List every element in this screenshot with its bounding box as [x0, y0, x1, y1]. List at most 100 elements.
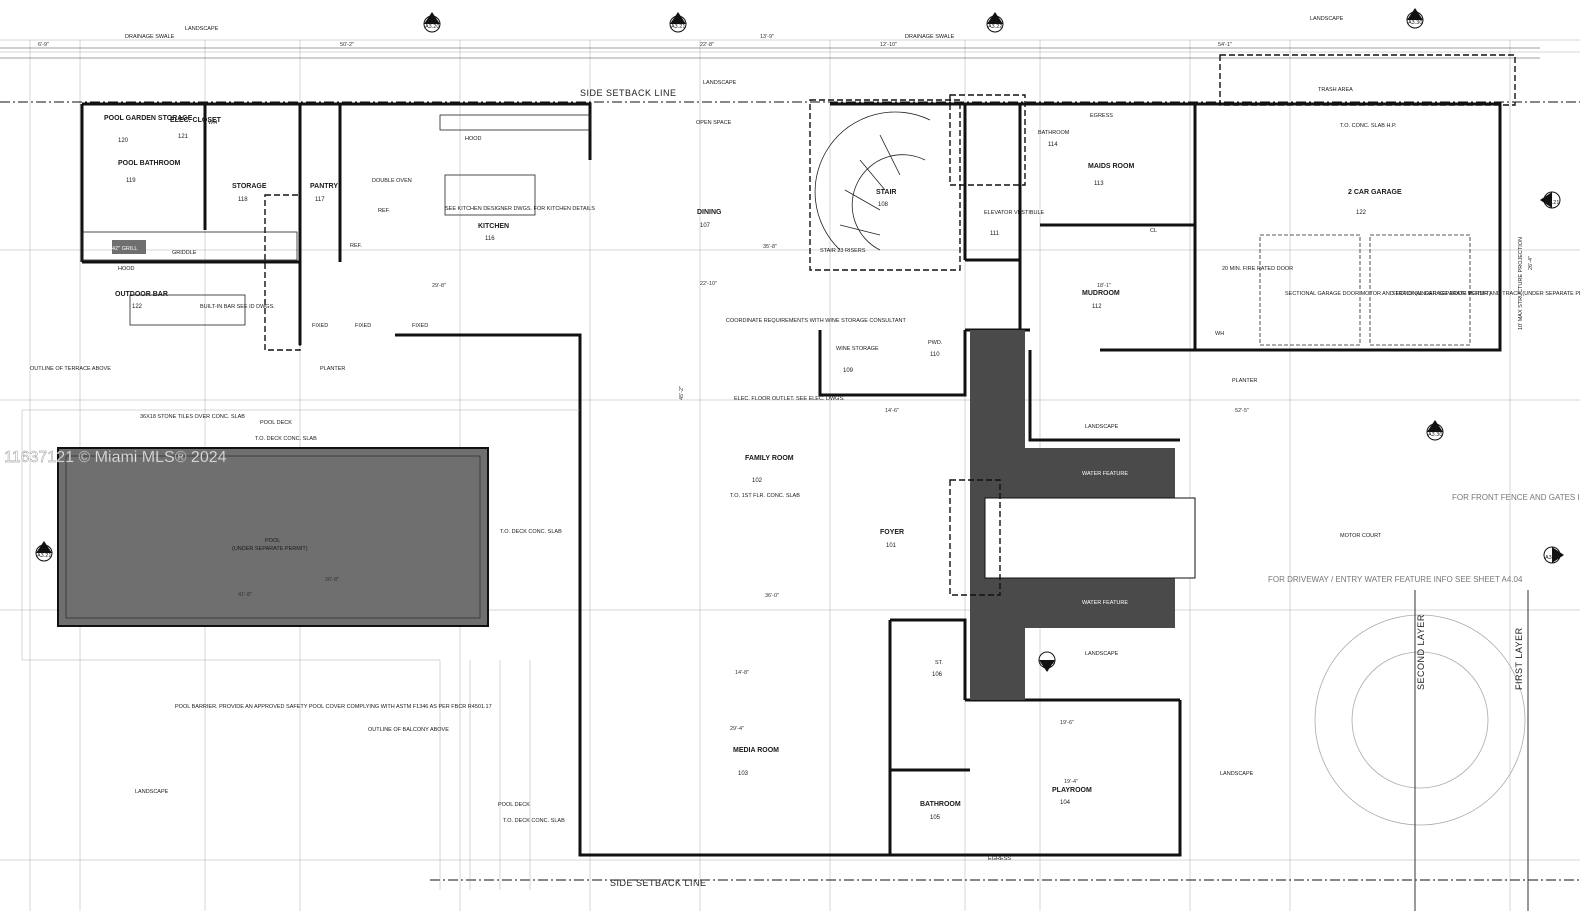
svg-text:110: 110	[930, 352, 940, 358]
svg-text:118: 118	[238, 197, 248, 203]
svg-text:FOYER: FOYER	[880, 529, 904, 536]
landscape-label-2: LANDSCAPE	[1085, 651, 1119, 657]
room-elec-closet: ELEC. CLOSET 121	[170, 117, 222, 140]
area-labels: POOL (UNDER SEPARATE PERMIT) POOL DECK P…	[30, 80, 1580, 862]
svg-text:113: 113	[1094, 181, 1104, 187]
svg-text:29'-8": 29'-8"	[432, 283, 446, 289]
kitchen-hood-label: HOOD	[465, 136, 482, 142]
svg-text:ELEVATOR VESTIBULE: ELEVATOR VESTIBULE	[984, 210, 1045, 216]
building-walls	[80, 102, 1502, 857]
ref-label-2: REF.	[350, 243, 362, 249]
top-dimension-line: 6'-9" 50'-2" 13'-9" 12'-10" 54'-1" 22'-8…	[0, 16, 1540, 59]
hood-label: HOOD	[118, 266, 135, 272]
driveway-note: FOR DRIVEWAY / ENTRY WATER FEATURE INFO …	[1268, 575, 1523, 584]
svg-text:121: 121	[178, 134, 189, 140]
wh-label-2: WH	[1215, 331, 1224, 337]
trash-area-outline	[1219, 54, 1516, 106]
svg-text:36'-0": 36'-0"	[765, 593, 779, 599]
built-in-bar-note: BUILT-IN BAR SEE ID DWGS.	[200, 304, 275, 310]
svg-text:ELEC. CLOSET: ELEC. CLOSET	[170, 117, 222, 124]
section-markers: A3.20 A3.21 A3.22 A3.30 A3.21 A3.30 A3.2…	[35, 8, 1564, 672]
drainage-swale-right: DRAINAGE SWALE	[905, 34, 955, 40]
room-family-room: FAMILY ROOM 102	[745, 455, 794, 484]
grid-bubble: A3.30	[1406, 8, 1424, 29]
svg-text:18'-1": 18'-1"	[1097, 283, 1111, 289]
water-feature-2-label: WATER FEATURE	[1082, 600, 1128, 606]
water-feature-1-fill	[1020, 448, 1175, 498]
svg-text:A3.30: A3.30	[1408, 20, 1422, 26]
egress-label: EGRESS	[1090, 113, 1113, 119]
planter-label: PLANTER	[320, 366, 345, 372]
room-garage: 2 CAR GARAGE 122	[1348, 189, 1402, 216]
svg-text:35'-8": 35'-8"	[763, 244, 777, 250]
svg-text:19'-4": 19'-4"	[1064, 779, 1078, 785]
ref-label-1: REF.	[378, 208, 390, 214]
svg-text:105: 105	[930, 815, 941, 821]
svg-text:MAIDS ROOM: MAIDS ROOM	[1088, 163, 1134, 170]
svg-text:POOL GARDEN STORAGE: POOL GARDEN STORAGE	[104, 115, 193, 122]
kitchen-counter	[439, 114, 591, 131]
svg-text:26'-4": 26'-4"	[1528, 256, 1534, 270]
grid-bubble: A3.21	[35, 541, 53, 562]
svg-text:29'-4": 29'-4"	[730, 726, 744, 732]
stair-risers-label: STAIR 23 RISERS	[820, 248, 866, 254]
svg-text:102: 102	[752, 478, 763, 484]
svg-text:119: 119	[126, 178, 136, 184]
svg-text:KITCHEN: KITCHEN	[478, 223, 509, 230]
dim-top-2: 50'-2"	[340, 42, 354, 48]
grid-bubble: A3.20	[423, 12, 441, 33]
drafting-grid	[0, 39, 1580, 911]
landscape-label-1: LANDSCAPE	[1085, 424, 1119, 430]
tos-deck-note-3: T.O. DECK CONC. SLAB	[255, 436, 317, 442]
svg-text:A3.22: A3.22	[988, 24, 1002, 30]
dim-top-1: 6'-9"	[38, 42, 49, 48]
landscape-top-left: LANDSCAPE	[185, 26, 219, 32]
svg-text:STORAGE: STORAGE	[232, 183, 267, 190]
drainage-swale-left: DRAINAGE SWALE	[125, 34, 175, 40]
svg-text:122: 122	[1356, 210, 1367, 216]
room-storage: STORAGE 118	[232, 183, 267, 203]
svg-text:45'-2": 45'-2"	[679, 386, 685, 400]
svg-text:FAMILY ROOM: FAMILY ROOM	[745, 455, 794, 462]
svg-text:MUDROOM: MUDROOM	[1082, 290, 1120, 297]
double-oven-label: DOUBLE OVEN	[372, 178, 412, 184]
svg-text:BATHROOM: BATHROOM	[920, 801, 961, 808]
svg-text:109: 109	[843, 368, 854, 374]
garage-door-note-1: SECTIONAL GARAGE DOOR MOTOR AND TRACK (U…	[1285, 291, 1491, 297]
pool-inner-line	[65, 455, 481, 619]
svg-text:PANTRY: PANTRY	[310, 183, 338, 190]
svg-text:DINING: DINING	[697, 209, 722, 216]
svg-text:26'-8": 26'-8"	[325, 577, 339, 583]
grill-fill	[112, 240, 146, 254]
motor-court-label: MOTOR COURT	[1340, 533, 1382, 539]
grid-bubble: A3.22	[986, 12, 1004, 33]
bar-counter	[81, 231, 298, 261]
kitchen-island	[444, 174, 536, 216]
svg-text:14'-8": 14'-8"	[735, 670, 749, 676]
svg-text:19'-6": 19'-6"	[1060, 720, 1074, 726]
svg-text:OUTDOOR BAR: OUTDOOR BAR	[115, 291, 168, 298]
tos-garage-note: T.O. CONC. SLAB H.P.	[1340, 123, 1397, 129]
svg-text:A3.20: A3.20	[425, 24, 439, 30]
pool-barrier-note: POOL BARRIER. PROVIDE AN APPROVED SAFETY…	[175, 704, 492, 710]
svg-text:MEDIA ROOM: MEDIA ROOM	[733, 747, 779, 754]
svg-text:41'-8": 41'-8"	[238, 592, 252, 598]
svg-text:2 CAR GARAGE: 2 CAR GARAGE	[1348, 189, 1402, 196]
svg-text:A3.21: A3.21	[37, 553, 51, 559]
room-storage-106: ST.106	[932, 660, 943, 678]
svg-text:A3.21: A3.21	[1545, 200, 1559, 206]
svg-text:A3.30: A3.30	[1040, 660, 1054, 666]
grid-bubble: A3.20	[1543, 546, 1564, 564]
svg-text:ST.: ST.	[935, 660, 943, 666]
fixed-label-3: FIXED	[412, 323, 428, 329]
motor-court-circle-outer	[1314, 614, 1526, 826]
mls-watermark: 11637121 © Miami MLS® 2024	[4, 449, 227, 466]
outdoor-shower-outline	[264, 194, 301, 351]
